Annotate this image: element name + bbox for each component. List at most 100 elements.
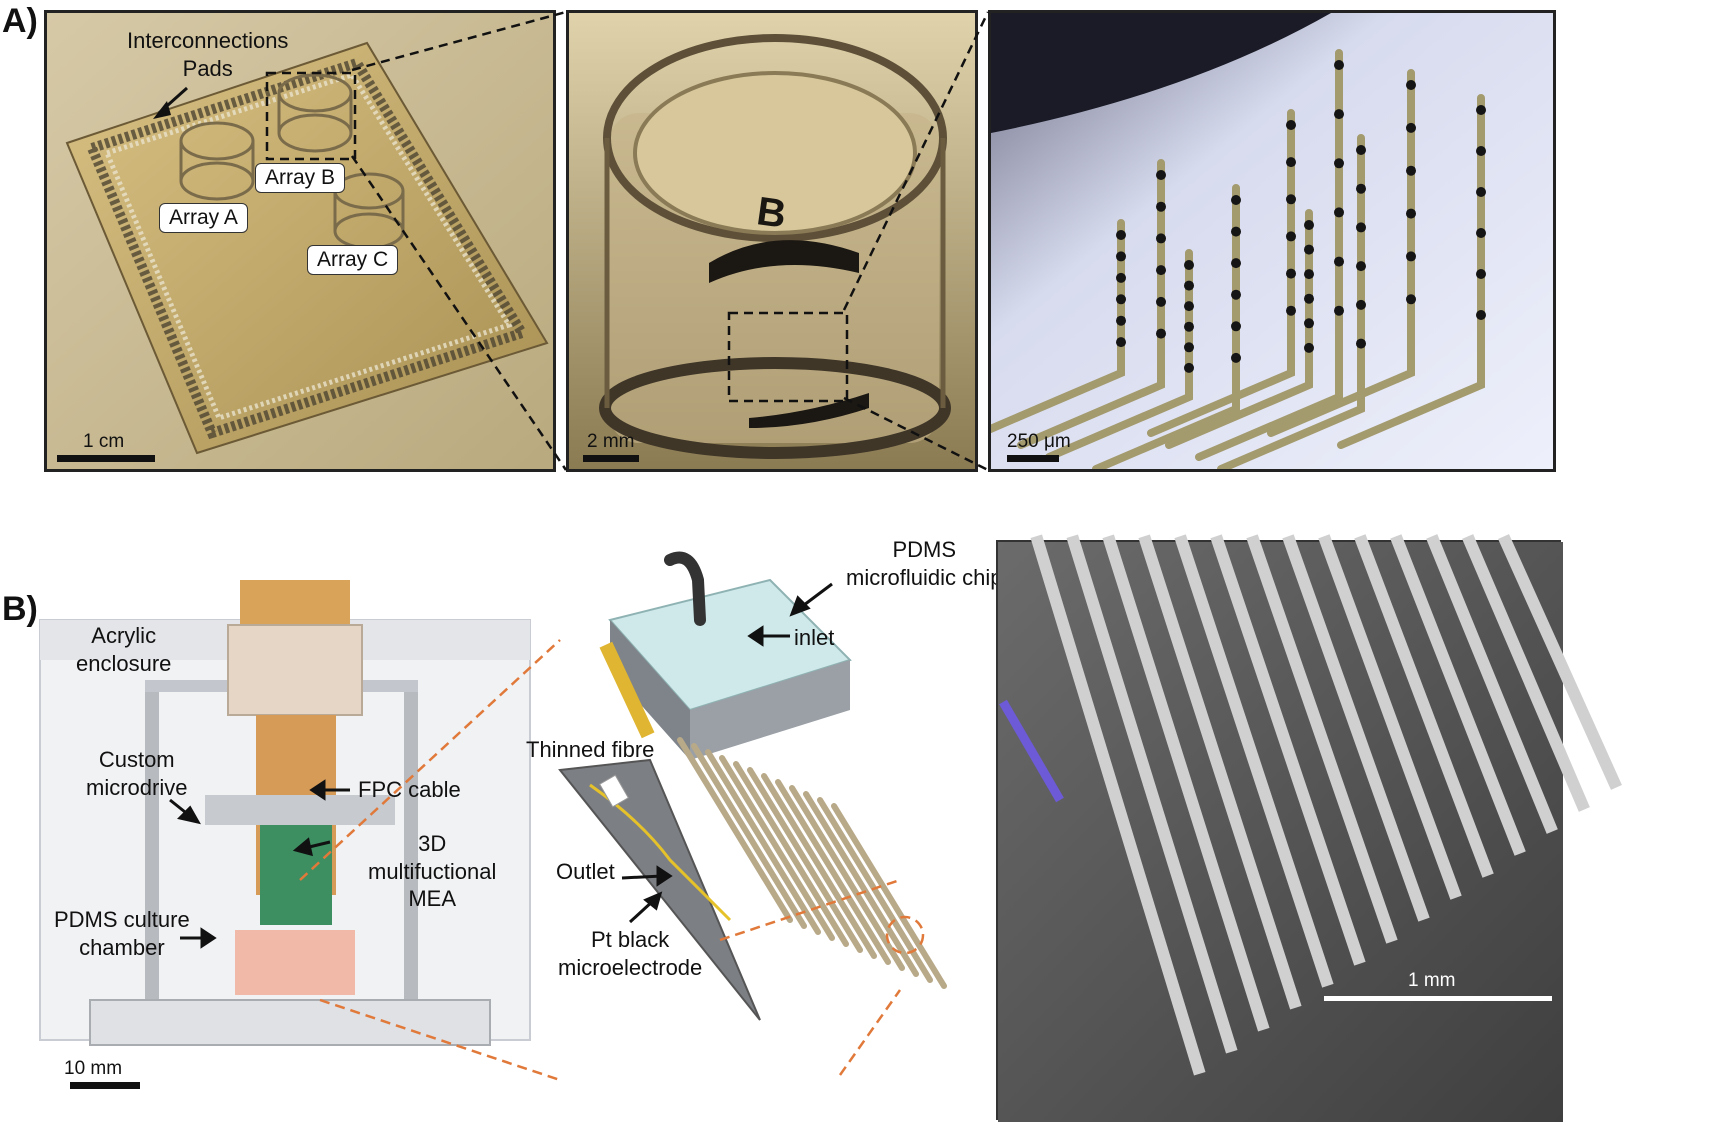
electrode-dot bbox=[1286, 194, 1296, 205]
electrode-dot bbox=[1286, 268, 1296, 279]
electrode-dot bbox=[1184, 362, 1194, 373]
sem-shank bbox=[1282, 534, 1430, 922]
scale-label-10mm: 10 mm bbox=[64, 1058, 123, 1079]
electrode-dot bbox=[1184, 280, 1194, 291]
electrode-dot bbox=[1406, 80, 1416, 90]
electrode-dot bbox=[1476, 187, 1486, 197]
electrode-dot bbox=[1356, 338, 1366, 349]
electrode-dot bbox=[1116, 230, 1126, 240]
sem-shank bbox=[1030, 534, 1206, 1076]
electrode-dot bbox=[1156, 265, 1166, 276]
schematic-illustration bbox=[558, 551, 947, 1021]
scale-bar-2mm bbox=[583, 455, 639, 462]
well-photo: B 2 mm bbox=[566, 10, 978, 472]
electrode-dot bbox=[1116, 315, 1126, 326]
electrode-dot bbox=[1476, 146, 1486, 156]
electrode-dot bbox=[1476, 228, 1486, 238]
sem-shank bbox=[1066, 534, 1238, 1054]
sem-shank bbox=[1462, 534, 1590, 812]
panel-b-letter: B) bbox=[2, 590, 38, 628]
scale-label-1cm: 1 cm bbox=[83, 431, 125, 452]
electrode-dot bbox=[1156, 170, 1166, 180]
electrode-dot bbox=[1304, 220, 1314, 230]
scale-label-2mm: 2 mm bbox=[587, 431, 635, 452]
electrode-dot bbox=[1231, 195, 1241, 205]
electrode-dot bbox=[1334, 60, 1344, 70]
electrode-dot bbox=[1156, 233, 1166, 244]
electrode-dot bbox=[1356, 222, 1366, 233]
scale-bar-10mm bbox=[70, 1082, 140, 1089]
electrode-dot bbox=[1116, 337, 1126, 348]
electrode-dot bbox=[1356, 145, 1366, 155]
array-c-callout: Array C bbox=[307, 245, 399, 275]
electrode-dot bbox=[1334, 158, 1344, 169]
sem-shank bbox=[1210, 534, 1366, 966]
electrode-dot bbox=[1156, 201, 1166, 212]
scale-bar-1cm bbox=[57, 455, 155, 462]
sem-shank bbox=[1390, 534, 1526, 856]
electrode-dot bbox=[1476, 310, 1486, 320]
sem-shank bbox=[1426, 534, 1558, 834]
thinned-fibre-label: Thinned fibre bbox=[526, 737, 655, 762]
electrode-dot bbox=[1334, 256, 1344, 267]
sem-image: 1 mm bbox=[996, 534, 1622, 1122]
sem-shank bbox=[1498, 534, 1622, 790]
scale-label-1mm: 1 mm bbox=[1408, 970, 1456, 991]
electrode-dot bbox=[1304, 244, 1314, 255]
well-illustration bbox=[569, 13, 975, 469]
mea-3d-photo: 250 μm bbox=[988, 10, 1556, 472]
sem-shank bbox=[1174, 534, 1334, 988]
electrode-dot bbox=[1286, 231, 1296, 242]
fpc-cable-label: FPC cable bbox=[358, 777, 461, 802]
electrode-dot bbox=[1476, 105, 1486, 115]
electrode-dot bbox=[1406, 122, 1416, 133]
electrode-dot bbox=[1406, 294, 1416, 305]
electrode-dot bbox=[1184, 260, 1194, 270]
electrode-dot bbox=[1406, 165, 1416, 176]
optical-fibre bbox=[999, 699, 1064, 803]
sem-shank bbox=[1246, 534, 1398, 944]
well-b bbox=[277, 73, 353, 153]
electrode-dot bbox=[1334, 305, 1344, 316]
electrode-dot bbox=[1184, 301, 1194, 312]
electrode-dots bbox=[1116, 60, 1486, 373]
electrode-dot bbox=[1156, 328, 1166, 339]
sem-shank bbox=[1354, 534, 1494, 878]
outlet-label: Outlet bbox=[556, 859, 615, 884]
well-letter-b: B bbox=[754, 189, 789, 237]
electrode-dot bbox=[1476, 269, 1486, 279]
electrode-dot bbox=[1231, 258, 1241, 269]
scale-bar-250um bbox=[1007, 455, 1059, 462]
electrode-dot bbox=[1286, 305, 1296, 316]
electrode-dot bbox=[1286, 157, 1296, 168]
electrode-dot bbox=[1184, 342, 1194, 353]
electrode-dot bbox=[1334, 207, 1344, 218]
sem-shank bbox=[1102, 534, 1270, 1032]
scale-bar-1mm bbox=[1324, 996, 1552, 1001]
electrode-dot bbox=[1116, 251, 1126, 262]
sem-shanks bbox=[1030, 534, 1622, 1076]
chip-illustration bbox=[47, 13, 553, 469]
electrode-dot bbox=[1116, 272, 1126, 283]
electrode-dot bbox=[1406, 208, 1416, 219]
electrode-dot bbox=[1356, 183, 1366, 194]
electrode-dot bbox=[1231, 289, 1241, 300]
panel-a-letter: A) bbox=[2, 2, 38, 40]
electrode-dot bbox=[1286, 120, 1296, 130]
electrode-dot bbox=[1231, 352, 1241, 363]
array-b-callout: Array B bbox=[255, 163, 346, 193]
electrode-dot bbox=[1406, 251, 1416, 262]
electrode-dot bbox=[1356, 299, 1366, 310]
electrode-dot bbox=[1116, 294, 1126, 305]
scale-label-250um: 250 μm bbox=[1007, 431, 1071, 452]
electrode-dot bbox=[1184, 321, 1194, 332]
mea-pillars-illustration bbox=[991, 13, 1553, 469]
